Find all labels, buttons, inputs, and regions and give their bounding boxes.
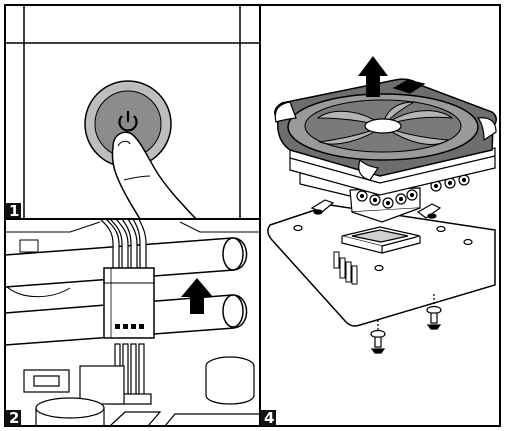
step-number-4: 4 — [264, 409, 274, 427]
finger-icon — [111, 131, 198, 219]
step-number-2: 2 — [9, 409, 19, 427]
cooler-fan — [274, 78, 497, 181]
backplate-screws — [370, 294, 442, 354]
step-badge-2 — [5, 410, 21, 426]
mounting-bracket — [310, 199, 442, 219]
step-number-1: 1 — [9, 202, 19, 220]
panel-cooler-removal: 4 — [259, 4, 501, 427]
up-arrow-icon — [358, 56, 388, 97]
panel-power: 1 — [4, 4, 261, 220]
power-icon — [118, 111, 138, 132]
step-badge-4 — [260, 410, 276, 426]
panel-fan-connector: 2 — [4, 218, 261, 427]
up-arrow-icon — [181, 278, 213, 314]
fan-connector-plug — [103, 267, 155, 339]
step-badge-1 — [5, 203, 21, 219]
